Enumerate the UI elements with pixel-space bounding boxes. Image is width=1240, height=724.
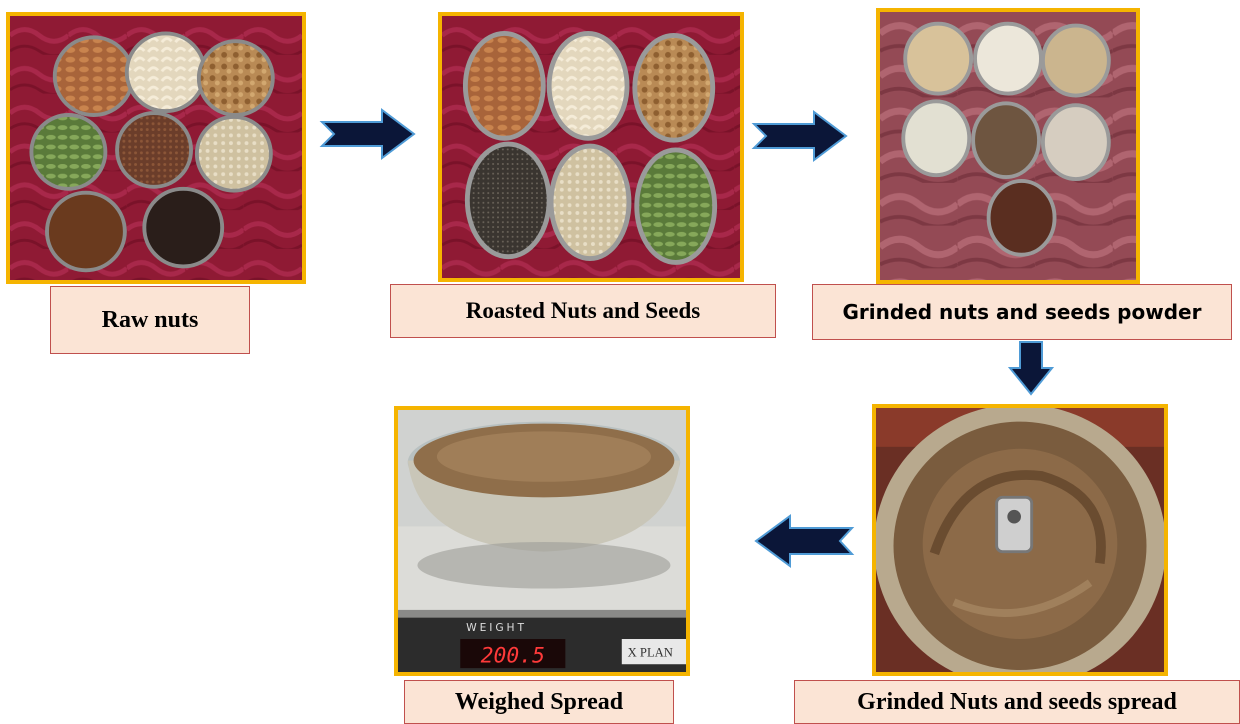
scale-reading: 200.5 xyxy=(481,643,545,668)
raw-nuts-label: Raw nuts xyxy=(50,286,250,354)
roasted-nuts-photo xyxy=(438,12,744,282)
scale-weight-text: WEIGHT xyxy=(466,621,527,634)
weighed-spread-label: Weighed Spread xyxy=(404,680,674,724)
weighed-spread-photo: WEIGHT 200.5 X PLAN xyxy=(394,406,690,676)
powder-label: Grinded nuts and seeds powder xyxy=(812,284,1232,340)
arrow-down xyxy=(1008,340,1054,396)
powder-photo xyxy=(876,8,1140,284)
scale-brand: X PLAN xyxy=(628,645,673,659)
arrow-right-1 xyxy=(318,108,418,160)
spread-label: Grinded Nuts and seeds spread xyxy=(794,680,1240,724)
roasted-nuts-label: Roasted Nuts and Seeds xyxy=(390,284,776,338)
arrow-left xyxy=(752,514,856,568)
raw-nuts-photo xyxy=(6,12,306,284)
arrow-right-2 xyxy=(750,110,850,162)
spread-photo xyxy=(872,404,1168,676)
